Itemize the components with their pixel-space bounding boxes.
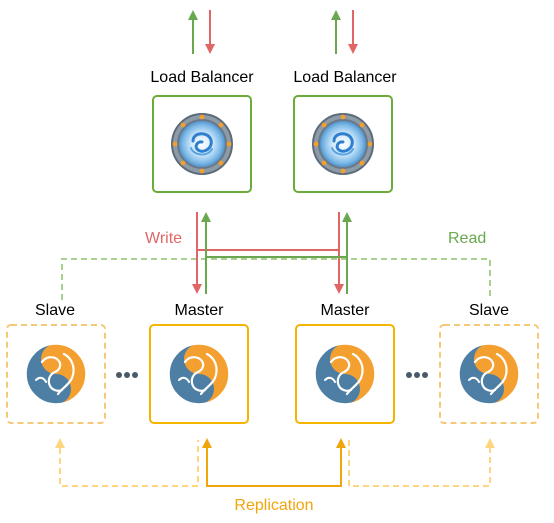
lb1-box[interactable]: [152, 95, 252, 193]
replication-arrowhead-master-left: [202, 438, 212, 448]
replication-label: Replication: [234, 497, 313, 514]
replication-arrowhead-master-right: [336, 438, 346, 448]
read-arrowhead-lb2: [342, 212, 352, 222]
replication-arrowhead-slave-left: [55, 438, 65, 448]
lb2-box[interactable]: [293, 95, 393, 193]
write-arrowhead-master2: [334, 284, 344, 294]
slave-db-box-left[interactable]: [6, 324, 106, 424]
replication-dashed-right: [348, 440, 491, 487]
lb1-top-write-arrow: [205, 10, 215, 54]
write-arrowhead-master1: [192, 284, 202, 294]
read-arrowhead-lb1: [201, 212, 211, 222]
master-db-box-right[interactable]: [295, 324, 395, 424]
lb2-top-read-arrow: [331, 10, 341, 54]
write-label: Write: [145, 230, 182, 247]
read-dashed-path: [61, 258, 491, 300]
load-balancer-portal-icon: [170, 112, 234, 176]
db3-label: Master: [321, 302, 371, 319]
read-label: Read: [448, 230, 486, 247]
mysql-dolphin-icon: [313, 342, 377, 406]
mysql-dolphin-icon: [457, 342, 521, 406]
mysql-dolphin-icon: [167, 342, 231, 406]
ellipsis-right: [406, 372, 428, 378]
slave-db-box-right[interactable]: [439, 324, 539, 424]
lb2-top-write-arrow: [348, 10, 358, 54]
load-balancer-portal-icon: [311, 112, 375, 176]
replication-dashed-left: [59, 440, 199, 487]
lb2-label: Load Balancer: [293, 69, 397, 86]
write-path: [196, 212, 340, 286]
db2-label: Master: [175, 302, 225, 319]
lb1-label: Load Balancer: [150, 69, 254, 86]
db4-label: Slave: [469, 302, 509, 319]
replication-master-path: [206, 448, 342, 487]
replication-arrowhead-slave-right: [485, 438, 495, 448]
master-db-box-left[interactable]: [149, 324, 249, 424]
ellipsis-left: [116, 372, 138, 378]
lb1-top-read-arrow: [188, 10, 198, 54]
read-path: [205, 220, 348, 294]
db1-label: Slave: [35, 302, 75, 319]
mysql-dolphin-icon: [24, 342, 88, 406]
